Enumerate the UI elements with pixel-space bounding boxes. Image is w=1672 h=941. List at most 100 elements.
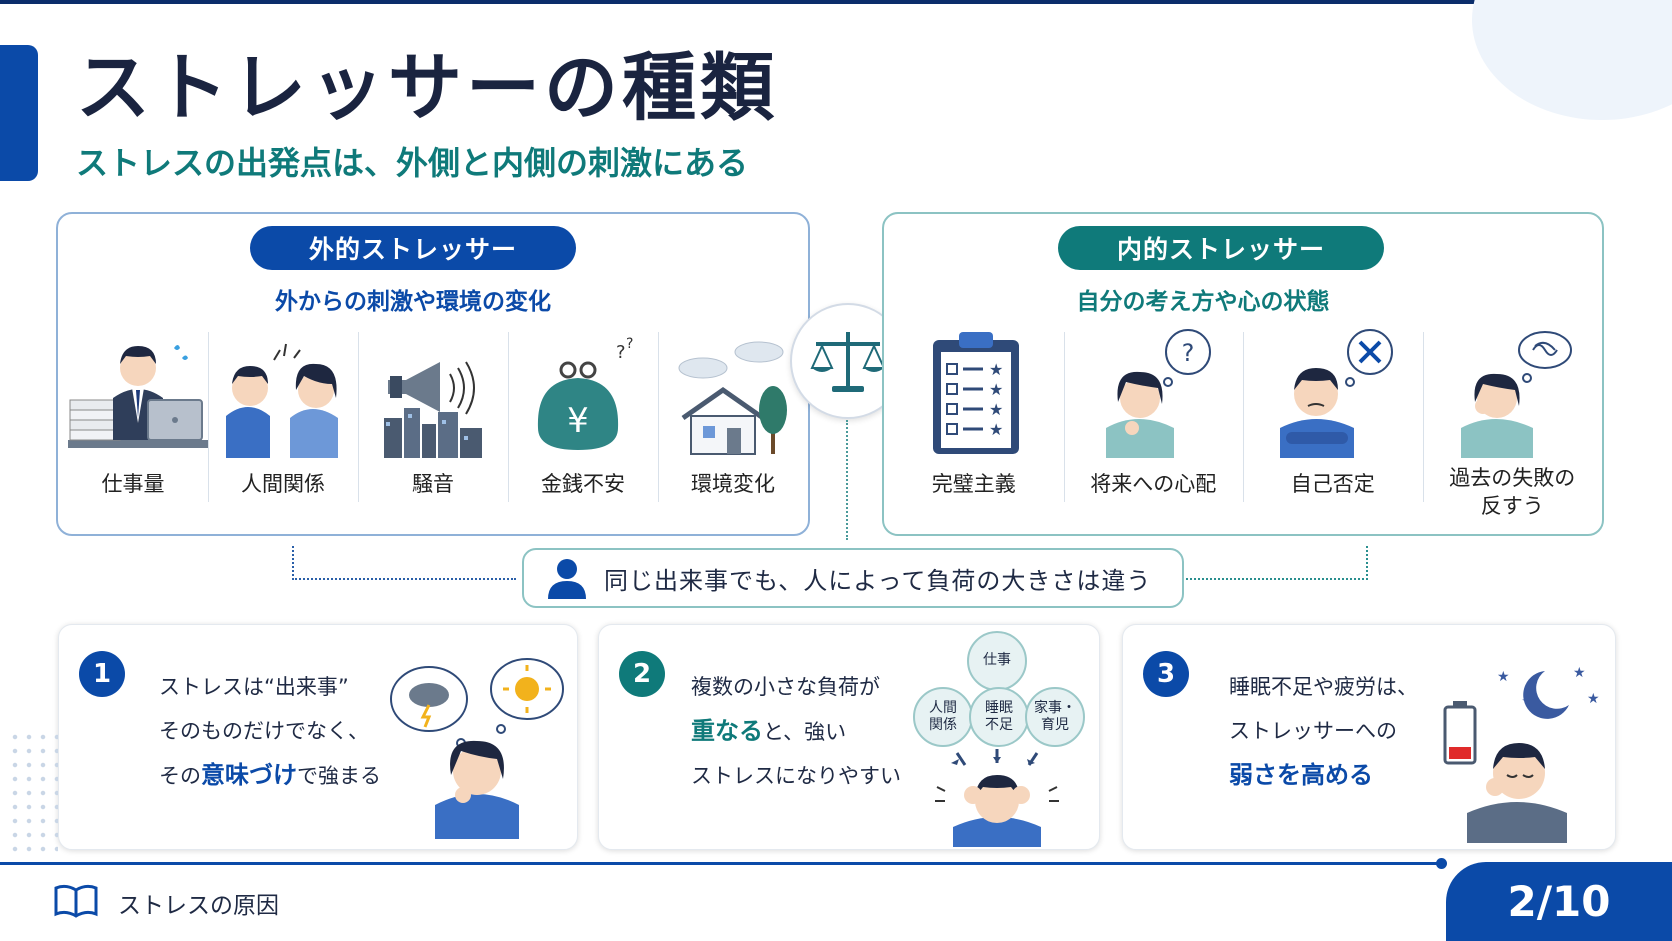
internal-item-self-denial: 自己否定 (1243, 326, 1423, 522)
card-line: ストレスになりやすい (691, 764, 901, 788)
card-sleep: 3 睡眠不足や疲労は、 ストレッサーへの 弱さを高める ★★★✦ (1122, 624, 1616, 850)
note-text: 同じ出来事でも、人によって負荷の大きさは違う (604, 566, 1152, 595)
worry-question-icon: ? (1106, 329, 1212, 458)
scale-icon (810, 332, 886, 392)
card-line-part: と、強い (763, 720, 847, 744)
workload-icon (68, 345, 208, 448)
page-title: ストレッサーの種類 (76, 45, 778, 131)
external-item-label: 騒音 (412, 472, 454, 496)
external-stressor-panel: 外的ストレッサー 外からの刺激や環境の変化 仕事量 (56, 212, 810, 536)
load-bubble-relationship: 人間 関係 (913, 687, 973, 747)
right-dotted-connector (1186, 546, 1368, 580)
title-accent-bar (0, 45, 38, 181)
svg-text:★: ★ (989, 420, 1003, 439)
external-item-label: 金銭不安 (541, 472, 625, 496)
card-line-part: その (159, 764, 201, 788)
page-number: 2/10 (1446, 862, 1672, 941)
card-text: ストレスは“出来事” そのものだけでなく、 その意味づけで強まる (159, 665, 381, 798)
card-meaning: 1 ストレスは“出来事” そのものだけでなく、 その意味づけで強まる (58, 624, 578, 850)
external-item-relationship: 人間関係 (208, 326, 358, 522)
note-box: 同じ出来事でも、人によって負荷の大きさは違う (522, 548, 1184, 608)
external-item-workload: 仕事量 (58, 326, 208, 522)
relationship-icon (226, 343, 338, 458)
card-text: 睡眠不足や疲労は、 ストレッサーへの 弱さを高める (1229, 665, 1418, 798)
external-items: 仕事量 人間関係 (58, 326, 808, 522)
footer-line (0, 862, 1440, 865)
page-subtitle: ストレスの出発点は、外側と内側の刺激にある (76, 144, 749, 182)
card-accumulation: 2 複数の小さな負荷が 重なると、強い ストレスになりやすい 仕事 人間 関係 … (598, 624, 1100, 850)
internal-items: ★★★★ 完璧主義 ? 将来への心配 (884, 326, 1602, 522)
load-bubble-sleep: 睡眠 不足 (969, 687, 1029, 747)
card-text: 複数の小さな負荷が 重なると、強い ストレスになりやすい (691, 665, 901, 798)
card-number: 2 (619, 651, 665, 697)
svg-text:★: ★ (989, 360, 1003, 379)
card-line: 睡眠不足や疲労は、 (1229, 675, 1418, 699)
book-icon (54, 884, 98, 918)
svg-text:¥: ¥ (567, 401, 589, 441)
svg-text:✦: ✦ (1521, 693, 1533, 709)
rumination-icon (1461, 331, 1573, 458)
internal-item-perfectionism: ★★★★ 完璧主義 (884, 326, 1064, 522)
self-denial-icon (1279, 329, 1393, 458)
load-bubble-work: 仕事 (967, 631, 1027, 691)
external-item-noise: 騒音 (358, 326, 508, 522)
card-highlight: 意味づけ (201, 761, 297, 789)
card-highlight: 弱さを高める (1229, 761, 1373, 789)
svg-text:★: ★ (1587, 691, 1600, 707)
footer-line-dot (1436, 858, 1447, 869)
external-item-money: ¥ ? ? 金銭不安 (508, 326, 658, 522)
top-bar (0, 0, 1672, 4)
svg-text:?: ? (616, 342, 626, 363)
internal-item-label: 過去の失敗の 反すう (1449, 466, 1576, 519)
dots-decoration (8, 730, 58, 860)
bubble-label: 家事・ 育児 (1034, 699, 1076, 734)
checklist-icon: ★★★★ (932, 332, 1019, 454)
stressed-man-icon (935, 749, 1059, 847)
external-item-label: 環境変化 (691, 472, 775, 496)
card-line: そのものだけでなく、 (159, 719, 369, 743)
footer-section-label: ストレスの原因 (118, 893, 279, 919)
internal-item-label: 自己否定 (1290, 472, 1375, 496)
bubble-label: 睡眠 不足 (985, 699, 1013, 734)
svg-text:★: ★ (989, 400, 1003, 419)
external-item-label: 仕事量 (101, 472, 165, 496)
person-icon (548, 559, 586, 599)
svg-text:★: ★ (1573, 665, 1586, 681)
svg-text:★: ★ (989, 380, 1003, 399)
left-dotted-connector (292, 546, 516, 580)
internal-item-label: 完璧主義 (931, 472, 1016, 496)
card-line: 重なると、強い (691, 709, 901, 754)
card-number: 1 (79, 651, 125, 697)
card-line: 弱さを高める (1229, 753, 1418, 798)
external-item-label: 人間関係 (241, 472, 325, 496)
tired-man-icon: ★★★✦ (1443, 665, 1600, 843)
corner-decoration (1472, 0, 1672, 120)
card-highlight: 重なる (691, 717, 763, 745)
load-bubble-housework: 家事・ 育児 (1025, 687, 1085, 747)
internal-stressor-panel: 内的ストレッサー 自分の考え方や心の状態 ★★★★ 完璧主義 (882, 212, 1604, 536)
card-number: 3 (1143, 651, 1189, 697)
center-dotted-line (846, 420, 848, 540)
external-subtitle: 外からの刺激や環境の変化 (275, 289, 551, 315)
card-line: ストレッサーへの (1229, 719, 1397, 743)
bubble-label: 人間 関係 (929, 699, 957, 734)
external-item-environment: 環境変化 (658, 326, 808, 522)
svg-text:?: ? (1182, 339, 1195, 367)
card-line: ストレスは“出来事” (159, 675, 349, 699)
card-line: その意味づけで強まる (159, 753, 381, 798)
thinking-woman-icon (390, 658, 564, 839)
card-line: 複数の小さな負荷が (691, 675, 880, 699)
money-purse-icon: ¥ ? ? (537, 336, 633, 450)
svg-text:★: ★ (1497, 669, 1510, 685)
house-icon (678, 341, 787, 455)
card-line-part: で強まる (297, 764, 381, 788)
svg-text:?: ? (626, 336, 633, 352)
external-pill: 外的ストレッサー (250, 226, 576, 270)
bubble-label: 仕事 (983, 652, 1011, 669)
internal-pill: 内的ストレッサー (1058, 226, 1384, 270)
internal-item-worry: ? 将来への心配 (1063, 326, 1244, 522)
internal-item-rumination: 過去の失敗の 反すう (1422, 326, 1603, 522)
internal-item-label: 将来への心配 (1090, 472, 1217, 496)
internal-subtitle: 自分の考え方や心の状態 (1076, 289, 1330, 315)
megaphone-icon (384, 361, 482, 458)
